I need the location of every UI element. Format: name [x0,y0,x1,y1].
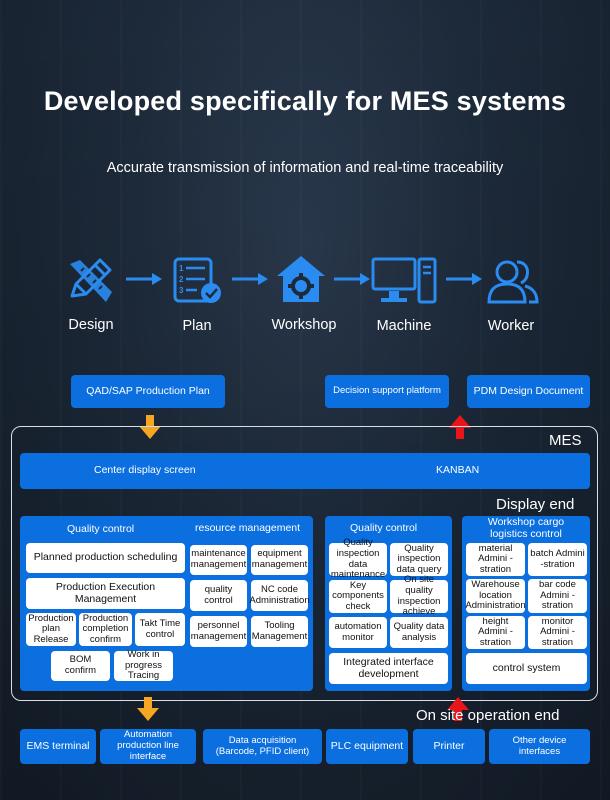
arrow-right-icon [232,273,268,285]
down-arrow-icon [139,415,161,439]
plc-equipment-button[interactable]: PLC equipment [326,729,408,764]
cell-quality-inspection-data-maintenance[interactable]: Quality inspection data maintenance [329,537,387,581]
data-acquisition-button[interactable]: Data acquisition (Barcode, PFID client) [203,729,322,764]
cell-equipment-management[interactable]: equipment management [251,545,308,575]
display-end-label: Display end [496,496,575,513]
cell-integrated-interface-development[interactable]: Integrated interface development [329,653,448,684]
ems-terminal-button[interactable]: EMS terminal [20,729,96,764]
kanban-label: KANBAN [436,464,480,476]
flow-label-design: Design [68,317,114,333]
cell-height-administration[interactable]: height Admini -stration [466,616,525,649]
cell-key-components-check[interactable]: Key components check [329,580,387,613]
on-site-operation-end-label: On site operation end [416,707,560,724]
svg-text:2: 2 [179,275,184,284]
center-display-screen-label: Center display screen [94,464,196,476]
cell-bom-confirm[interactable]: BOM confirm [51,651,110,681]
cell-production-execution-management[interactable]: Production Execution Management [26,578,185,609]
center-display-bar[interactable]: Center display screen KANBAN [20,453,590,489]
mes-frame [11,426,598,701]
cell-quality-control[interactable]: quality control [190,580,247,611]
cell-quality-data-analysis[interactable]: Quality data analysis [390,617,448,648]
svg-text:3: 3 [179,286,184,295]
cell-production-plan-release[interactable]: Production plan Release [26,613,76,646]
qad-sap-production-plan-button[interactable]: QAD/SAP Production Plan [71,375,225,408]
cell-production-completion-confirm[interactable]: Production completion confirm [79,613,132,646]
arrow-right-icon [446,273,482,285]
cell-planned-production-scheduling[interactable]: Planned production scheduling [26,543,185,573]
pdm-design-document-button[interactable]: PDM Design Document [467,375,590,408]
cell-automation-monitor[interactable]: automation monitor [329,617,387,648]
checklist-icon: 1 2 3 [173,257,221,303]
cell-control-system[interactable]: control system [466,653,587,684]
decision-support-platform-button[interactable]: Decision support platform [325,375,449,408]
cell-tooling-management[interactable]: Tooling Management [251,616,308,647]
page-subtitle: Accurate transmission of information and… [106,160,504,176]
cell-quality-inspection-data-query[interactable]: Quality inspection data query [390,543,448,576]
up-arrow-icon [447,697,469,721]
panel3-title: Workshop cargo logistics control [487,516,565,540]
computer-icon [371,257,437,304]
mes-label: MES [549,432,582,449]
cell-warehouse-location-administration[interactable]: Warehouse location Administration [465,579,526,613]
pencil-ruler-icon [70,258,112,302]
cell-nc-code-administration[interactable]: NC code Administration [249,580,310,611]
page-title: Developed specifically for MES systems [43,86,567,116]
cell-personnel-management[interactable]: personnel management [190,616,247,647]
cell-bar-code-administration[interactable]: bar code Admini -stration [528,579,587,613]
svg-text:1: 1 [179,264,184,273]
cell-on-site-quality-inspection-achieve[interactable]: On site quality inspection achieve [390,574,448,617]
other-device-interfaces-button[interactable]: Other device interfaces [489,729,590,764]
house-gear-icon [277,256,325,302]
cell-batch-administration[interactable]: batch Admini -stration [528,543,587,576]
cell-material-administration[interactable]: material Admini -stration [466,543,525,576]
automation-production-line-interface-button[interactable]: Automation production line interface [100,729,196,764]
flow-label-worker: Worker [487,318,535,334]
panel2-title: Quality control [350,522,418,534]
printer-button[interactable]: Printer [413,729,485,764]
cell-monitor-administration[interactable]: monitor Admini -stration [528,616,587,649]
users-icon [487,260,539,304]
flow-label-workshop: Workshop [271,317,337,333]
panel1-title-right: resource management [195,522,301,534]
panel1-title-left: Quality control [67,523,135,535]
cell-takt-time-control[interactable]: Takt Time control [135,613,185,646]
flow-label-machine: Machine [376,318,432,334]
cell-work-in-progress-tracing[interactable]: Work in progress Tracing [114,649,173,681]
arrow-right-icon [126,273,162,285]
up-arrow-icon [449,415,471,439]
cell-maintenance-management[interactable]: maintenance management [190,545,247,575]
down-arrow-icon [137,697,159,721]
arrow-right-icon [334,273,370,285]
flow-label-plan: Plan [182,318,212,334]
